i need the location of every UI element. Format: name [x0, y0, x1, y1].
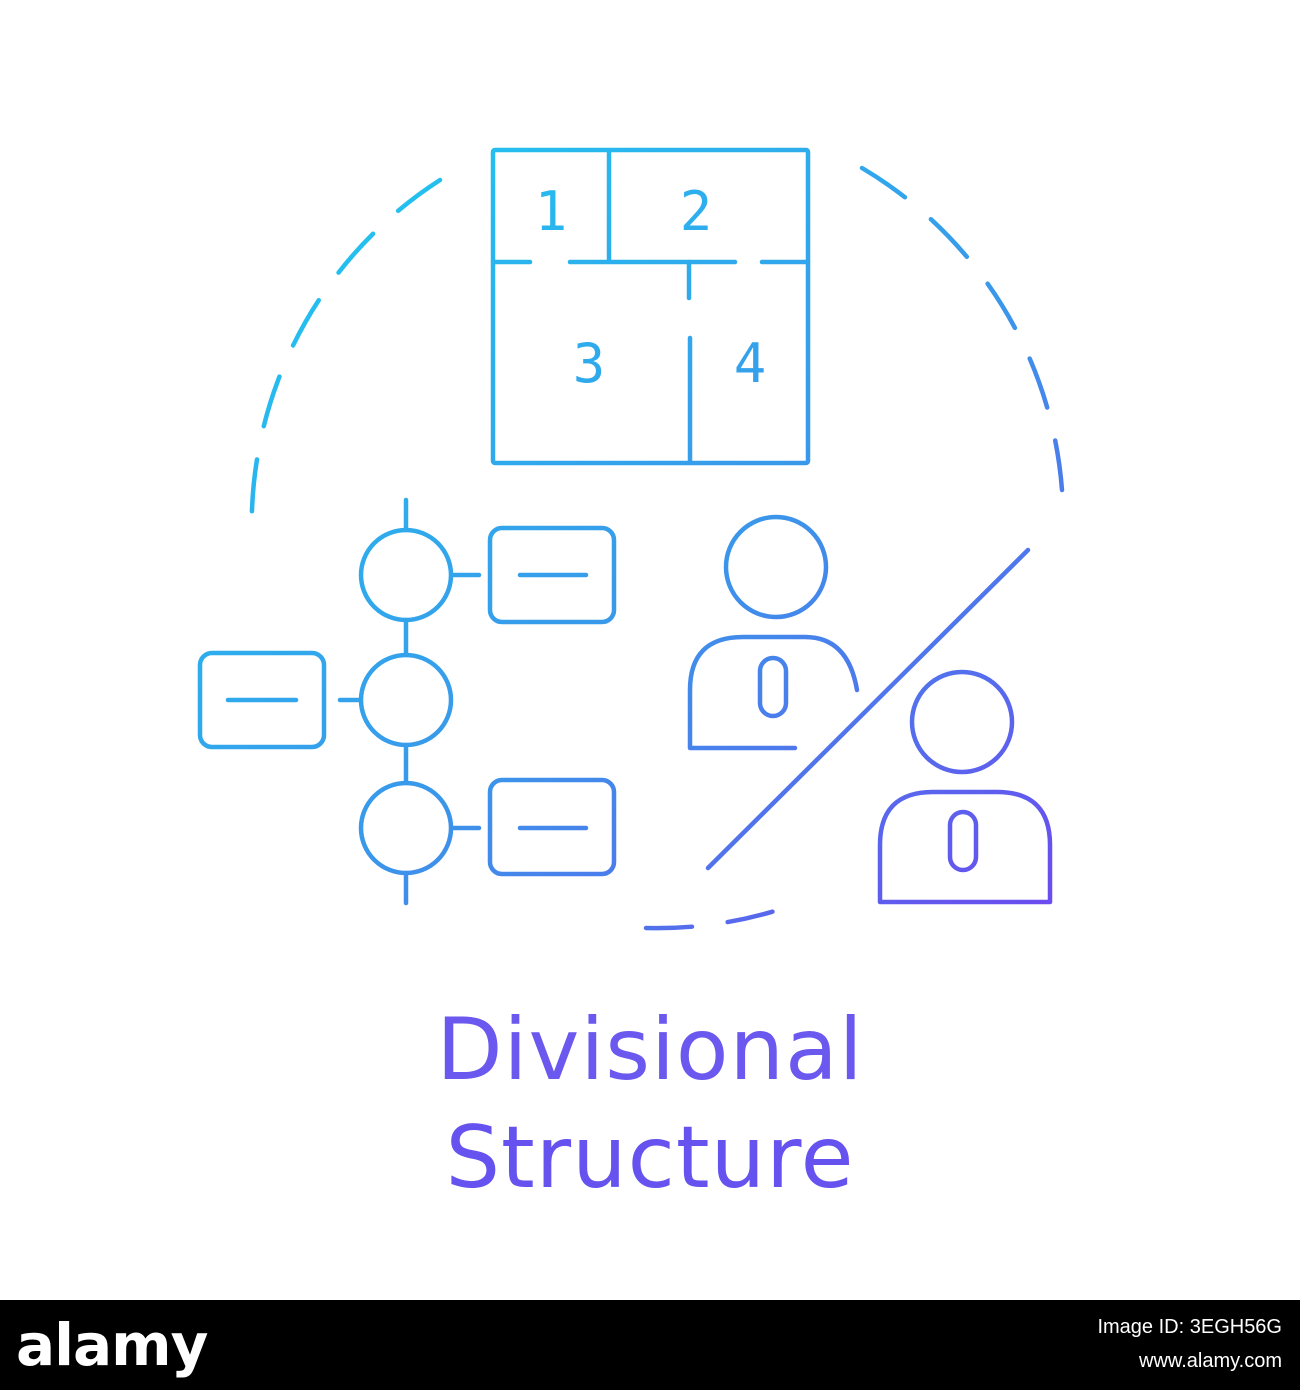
- dashed-circle-arc-right: [859, 165, 1065, 493]
- title-line-1: Divisional: [436, 1000, 864, 1100]
- dashed-circle-arc-bottom: [643, 907, 781, 931]
- grid-number-3: 3: [573, 332, 606, 395]
- watermark-info: Image ID: 3EGH56G www.alamy.com: [1097, 1310, 1282, 1378]
- divisional-structure-icon: 1 2 3 4: [197, 147, 1065, 931]
- org-chart-icon: [197, 497, 617, 906]
- person-icon-2: [877, 669, 1053, 905]
- person-icon-1: [687, 514, 860, 751]
- divider-line: [705, 547, 1031, 871]
- title-line-2: Structure: [445, 1108, 855, 1208]
- dashed-circle-arc-left: [249, 177, 443, 543]
- watermark-bar: alamy Image ID: 3EGH56G www.alamy.com: [0, 1300, 1300, 1390]
- grid-number-2: 2: [680, 180, 713, 243]
- division-grid-icon: [490, 147, 811, 466]
- watermark-site: www.alamy.com: [1139, 1350, 1282, 1372]
- grid-number-4: 4: [734, 332, 767, 395]
- grid-number-1: 1: [535, 180, 568, 243]
- watermark-logo: alamy: [16, 1311, 208, 1379]
- watermark-image-id: Image ID: 3EGH56G: [1097, 1316, 1282, 1338]
